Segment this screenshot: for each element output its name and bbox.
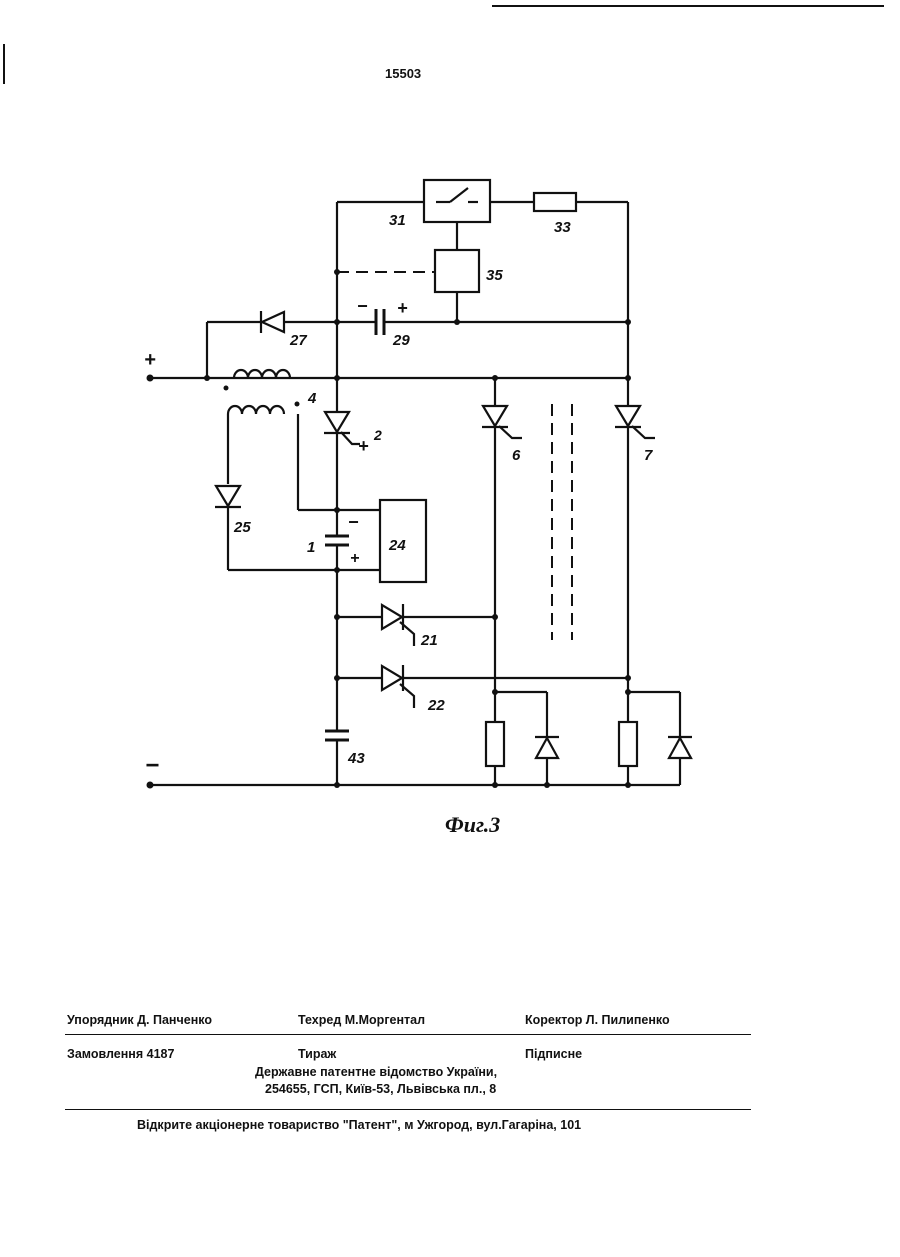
winding-dot — [295, 402, 300, 407]
resistor-load-7 — [619, 722, 637, 766]
label-25: 25 — [233, 519, 251, 536]
thyristor-2-plus: + — [358, 436, 369, 456]
relay-35 — [435, 250, 479, 292]
label-27: 27 — [289, 332, 307, 349]
cap29-minus: − — [357, 296, 368, 316]
cap29-plus: + — [397, 298, 408, 318]
thyristor-7 — [616, 406, 640, 426]
imprint-compiler: Упорядник Д. Панченко — [67, 1013, 212, 1027]
thyristor-21 — [382, 605, 402, 629]
minus-terminal — [147, 782, 154, 789]
imprint-office-line1: Державне патентне відомство України, — [255, 1065, 497, 1079]
diode-25 — [216, 486, 240, 506]
winding-dot — [224, 386, 229, 391]
label-22: 22 — [427, 697, 445, 714]
plus-terminal — [147, 375, 154, 382]
label-33: 33 — [554, 219, 571, 236]
cap1-plus: + — [350, 550, 359, 567]
switch-block — [424, 180, 490, 222]
diode-load-7 — [669, 738, 691, 758]
minus-terminal-label: − — [145, 752, 159, 779]
imprint-tech-editor: Техред М.Моргентал — [298, 1013, 425, 1027]
imprint-rule — [65, 1109, 751, 1110]
thyristor-6 — [483, 406, 507, 426]
winding-4-primary — [234, 370, 290, 378]
imprint-rule — [65, 1034, 751, 1035]
imprint-office-line2: 254655, ГСП, Київ-53, Львівська пл., 8 — [265, 1082, 496, 1096]
label-1: 1 — [307, 539, 315, 556]
resistor-load-6 — [486, 722, 504, 766]
label-4: 4 — [307, 390, 317, 407]
winding-4-secondary — [228, 406, 284, 414]
label-43: 43 — [347, 750, 365, 767]
label-35: 35 — [486, 267, 503, 284]
resistor-33 — [534, 193, 576, 211]
imprint-subscription: Підписне — [525, 1047, 582, 1061]
label-21: 21 — [420, 632, 438, 649]
diode-27 — [262, 312, 284, 332]
plus-terminal-label: + — [144, 349, 156, 371]
diode-load-6 — [536, 738, 558, 758]
thyristor-7-gate — [632, 426, 655, 438]
imprint-order: Замовлення 4187 — [67, 1047, 174, 1061]
figure-caption: Фиг.3 — [445, 812, 500, 838]
label-24: 24 — [388, 537, 406, 554]
imprint-circulation: Тираж — [298, 1047, 336, 1061]
thyristor-6-gate — [499, 426, 522, 438]
label-31: 31 — [389, 212, 406, 229]
circuit-schematic: + − 31 33 35 27 − + 29 — [0, 0, 900, 860]
label-2: 2 — [373, 427, 382, 443]
switch-contact — [450, 188, 468, 202]
imprint-proofreader: Коректор Л. Пилипенко — [525, 1013, 670, 1027]
label-29: 29 — [392, 332, 410, 349]
imprint-publisher: Відкрите акціонерне товариство "Патент",… — [137, 1118, 581, 1132]
label-7: 7 — [644, 447, 653, 464]
label-6: 6 — [512, 447, 521, 464]
cap1-minus: − — [348, 512, 359, 532]
thyristor-2 — [325, 412, 349, 432]
thyristor-22 — [382, 666, 402, 690]
